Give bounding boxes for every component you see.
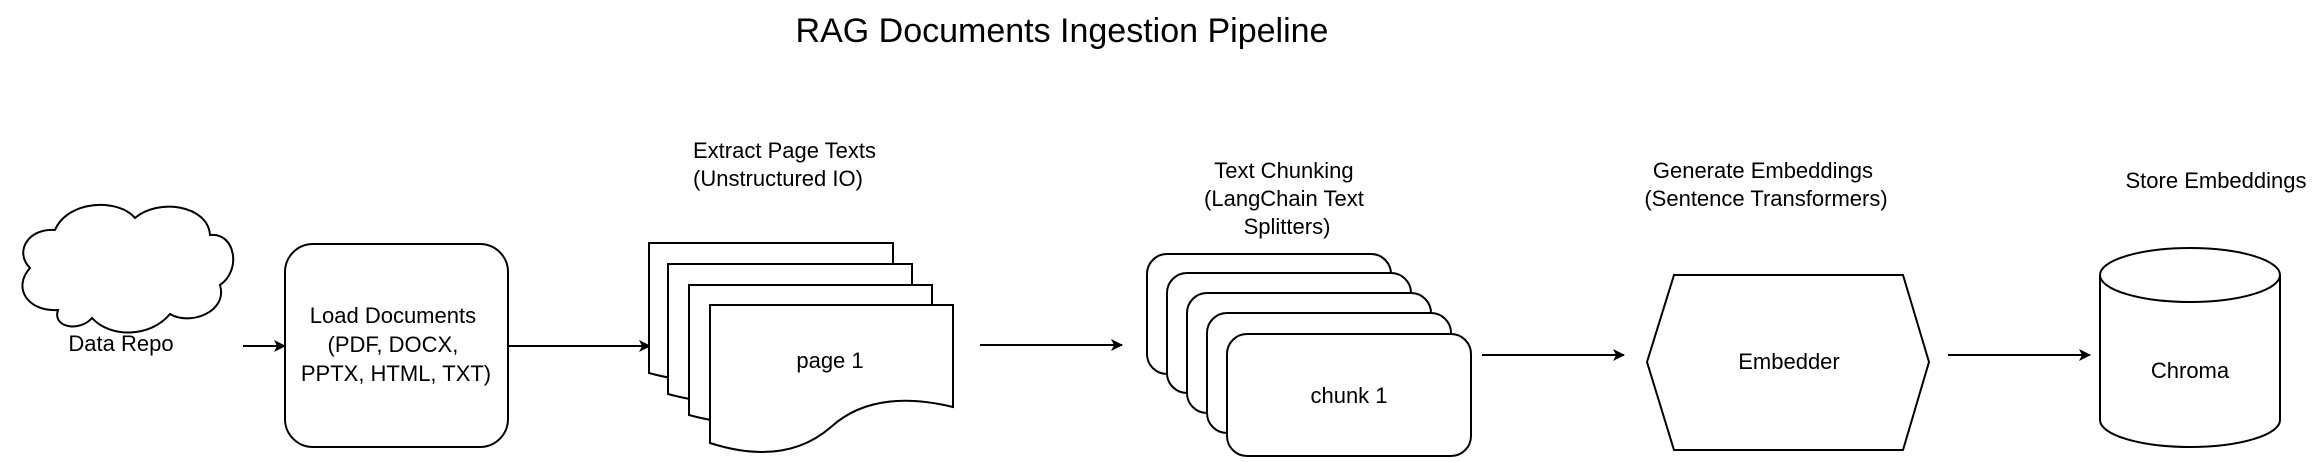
embedder-label: Embedder — [1738, 349, 1840, 374]
chunk-front-shape — [1226, 333, 1472, 457]
extract-caption-line: Extract Page Texts — [693, 138, 876, 163]
chunking-caption-line: Splitters) — [1244, 214, 1331, 239]
embedder-node: Embedder — [1645, 274, 1931, 451]
embeddings-caption: Generate Embeddings (Sentence Transforme… — [1644, 158, 1887, 211]
load-documents-node: Load Documents (PDF, DOCX, PPTX, HTML, T… — [284, 243, 509, 448]
diagram-title: RAG Documents Ingestion Pipeline — [796, 12, 1329, 50]
database-cylinder-icon — [2099, 247, 2281, 448]
chunking-caption: Text Chunking (LangChain Text Splitters) — [1204, 158, 1370, 239]
load-documents-line: (PDF, DOCX, — [328, 332, 459, 357]
load-documents-line: Load Documents — [310, 303, 476, 328]
data-repo-node: Data Repo — [21, 203, 235, 356]
store-caption: Store Embeddings — [2126, 168, 2307, 193]
chunking-caption-line: (LangChain Text — [1204, 186, 1364, 211]
chunks-stack: chunk 1 — [1146, 253, 1472, 457]
page-front-shape — [709, 304, 954, 453]
chroma-node: Chroma — [2099, 247, 2281, 448]
cloud-shape — [21, 203, 235, 334]
load-documents-label: Load Documents (PDF, DOCX, PPTX, HTML, T… — [301, 303, 491, 386]
chroma-label: Chroma — [2151, 358, 2230, 383]
chunking-caption-line: Text Chunking — [1214, 158, 1353, 183]
extract-caption-line: (Unstructured IO) — [693, 166, 863, 191]
embeddings-caption-line: Generate Embeddings — [1653, 158, 1873, 183]
load-documents-line: PPTX, HTML, TXT) — [301, 361, 491, 386]
embeddings-caption-line: (Sentence Transformers) — [1644, 186, 1887, 211]
page-front-label: page 1 — [796, 348, 863, 373]
cylinder-top-rim — [2099, 274, 2281, 303]
chunk-front-label: chunk 1 — [1310, 383, 1387, 408]
embedder-hexagon — [1645, 274, 1931, 451]
data-repo-label: Data Repo — [68, 331, 173, 356]
pages-stack: page 1 — [648, 242, 954, 453]
extract-caption: Extract Page Texts (Unstructured IO) — [693, 138, 882, 191]
